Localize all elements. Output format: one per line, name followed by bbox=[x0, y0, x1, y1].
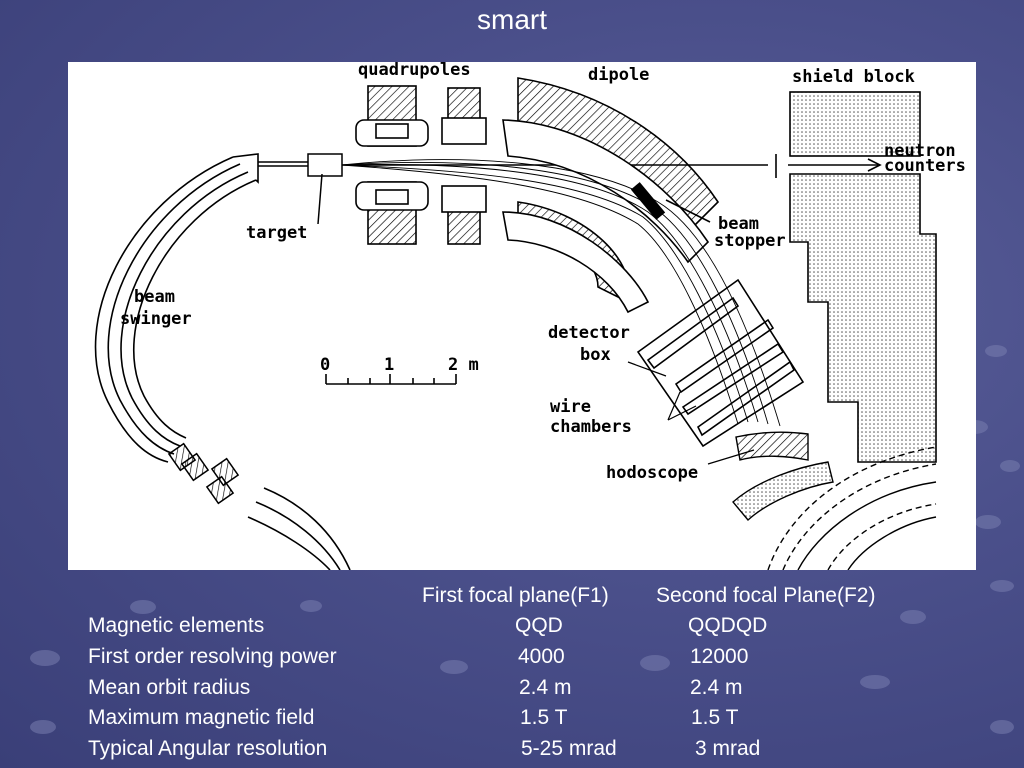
beam-swinger-magnet bbox=[94, 153, 351, 570]
second-stage-magnets bbox=[732, 446, 937, 570]
background-dot bbox=[975, 515, 1001, 529]
background-dot bbox=[900, 610, 926, 624]
background-dot bbox=[300, 600, 322, 612]
background-dot bbox=[440, 660, 468, 674]
label-target: target bbox=[246, 223, 307, 243]
label-beam-swinger-2: swinger bbox=[120, 309, 192, 329]
row-f2-value: 3 mrad bbox=[695, 737, 761, 760]
quadrupole-magnets bbox=[355, 85, 487, 245]
label-neutron: neutron bbox=[884, 141, 956, 161]
label-wire-chambers-2: chambers bbox=[550, 417, 632, 437]
swinger-quadrupoles bbox=[167, 442, 240, 505]
background-dot bbox=[990, 580, 1014, 592]
label-scale-2m: 2 m bbox=[448, 355, 479, 375]
label-beam-swinger-1: beam bbox=[134, 287, 175, 307]
label-quadrupoles: quadrupoles bbox=[358, 62, 471, 80]
label-dipole: dipole bbox=[588, 65, 649, 85]
row-f1-value: 4000 bbox=[518, 645, 565, 668]
label-scale-0: 0 bbox=[320, 355, 330, 375]
row-label: First order resolving power bbox=[88, 645, 337, 668]
neutron-arrow bbox=[775, 154, 882, 178]
row-label: Mean orbit radius bbox=[88, 676, 251, 699]
scale-bar bbox=[325, 374, 457, 385]
spectrometer-schematic: quadrupoles dipole shield block neutron … bbox=[94, 62, 966, 570]
label-beam-stopper-2: stopper bbox=[714, 231, 786, 251]
row-label: Typical Angular resolution bbox=[88, 737, 328, 760]
label-wire-chambers-1: wire bbox=[550, 397, 591, 417]
row-f2-value: QQDQD bbox=[688, 614, 768, 637]
background-dot bbox=[130, 600, 156, 614]
spectrometer-diagram: quadrupoles dipole shield block neutron … bbox=[68, 62, 976, 570]
row-f2-value: 1.5 T bbox=[691, 706, 739, 729]
row-f2-value: 2.4 m bbox=[690, 676, 743, 699]
background-dot bbox=[990, 720, 1014, 734]
header-f1: First focal plane(F1) bbox=[422, 584, 609, 607]
detector-box bbox=[636, 278, 805, 448]
row-f1-value: 2.4 m bbox=[519, 676, 572, 699]
label-counters: counters bbox=[884, 156, 966, 176]
beam-stopper bbox=[630, 182, 711, 223]
header-f2: Second focal Plane(F2) bbox=[656, 584, 876, 607]
label-detector-box-2: box bbox=[580, 345, 611, 365]
label-pointers bbox=[627, 361, 755, 465]
row-f1-value: 1.5 T bbox=[520, 706, 568, 729]
background-dot bbox=[860, 675, 890, 689]
slide-title: smart bbox=[477, 4, 547, 35]
shield-block bbox=[789, 91, 937, 463]
row-label: Maximum magnetic field bbox=[88, 706, 315, 729]
background-dot bbox=[1000, 460, 1020, 472]
background-dot bbox=[640, 655, 670, 671]
label-hodoscope: hodoscope bbox=[606, 463, 698, 483]
target-pointer bbox=[317, 173, 323, 225]
dipole-magnet bbox=[502, 77, 720, 314]
background-dot bbox=[30, 720, 56, 734]
row-label: Magnetic elements bbox=[88, 614, 265, 637]
row-f1-value: 5-25 mrad bbox=[521, 737, 617, 760]
hodoscope bbox=[735, 431, 809, 461]
label-scale-1: 1 bbox=[384, 355, 394, 375]
background-dot bbox=[985, 345, 1007, 357]
row-f1-value: QQD bbox=[515, 614, 563, 637]
label-beam-stopper-1: beam bbox=[718, 214, 759, 234]
background-dot bbox=[30, 650, 60, 666]
row-f2-value: 12000 bbox=[690, 645, 749, 668]
label-shield-block: shield block bbox=[792, 67, 915, 87]
label-detector-box-1: detector bbox=[548, 323, 630, 343]
